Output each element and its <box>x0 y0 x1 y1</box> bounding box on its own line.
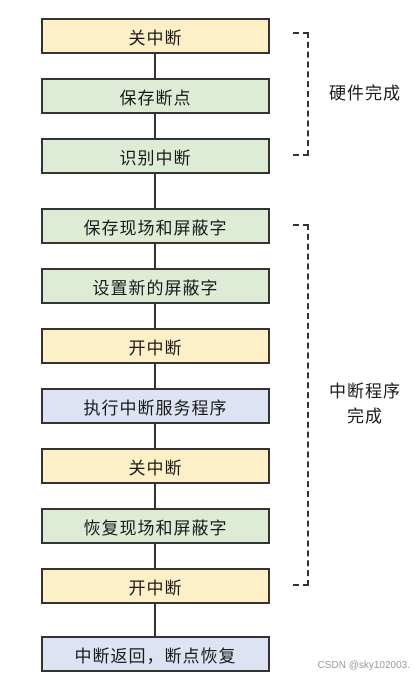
step-save-breakpoint: 保存断点 <box>41 78 270 114</box>
step-restore-context-mask: 恢复现场和屏蔽字 <box>41 508 270 544</box>
step-enable-interrupt-1: 开中断 <box>41 328 270 364</box>
program-group-label: 中断程序 完成 <box>320 380 410 430</box>
step-enable-interrupt-2: 开中断 <box>41 568 270 604</box>
hardware-group-label: 硬件完成 <box>320 82 410 107</box>
step-set-new-mask: 设置新的屏蔽字 <box>41 268 270 304</box>
step-save-context-mask: 保存现场和屏蔽字 <box>41 208 270 244</box>
step-disable-interrupt-1: 关中断 <box>41 18 270 54</box>
step-execute-service-routine: 执行中断服务程序 <box>41 388 270 424</box>
hardware-group-bracket <box>293 32 309 156</box>
hardware-group-label-line: 硬件完成 <box>329 84 401 104</box>
program-group-bracket <box>293 224 309 586</box>
program-group-label-line: 完成 <box>347 407 383 427</box>
step-disable-interrupt-2: 关中断 <box>41 448 270 484</box>
step-return-restore-breakpoint: 中断返回，断点恢复 <box>41 636 270 672</box>
program-group-label-line: 中断程序 <box>329 382 401 402</box>
step-identify-interrupt: 识别中断 <box>41 138 270 174</box>
csdn-watermark: CSDN @sky102003. <box>317 660 410 671</box>
